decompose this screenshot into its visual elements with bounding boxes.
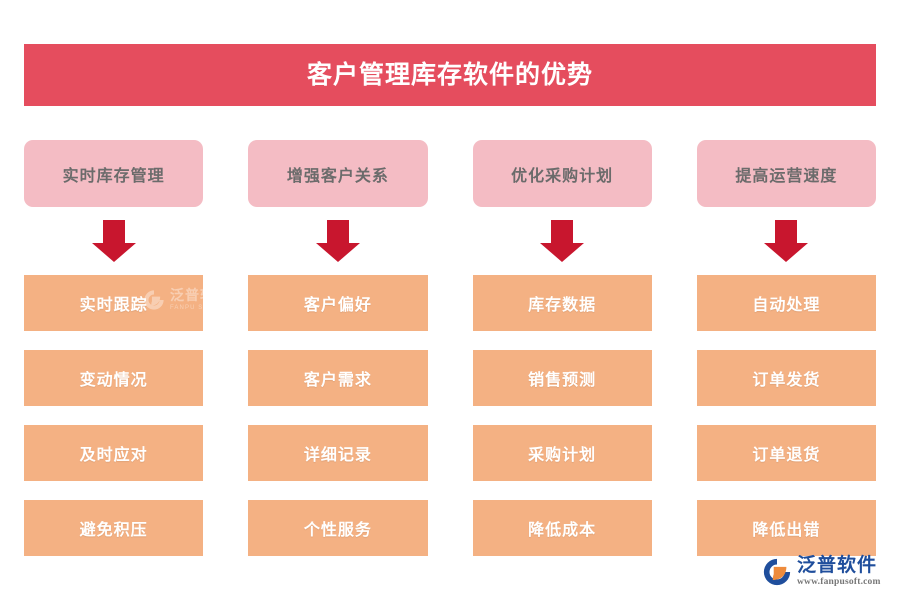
column-1-cell-1[interactable]: 实时跟踪 xyxy=(24,275,204,331)
column-4-cell-2[interactable]: 订单发货 xyxy=(696,350,876,406)
column-4-cell-4-label: 降低出错 xyxy=(752,522,821,539)
brand-name-cn: 泛普软件 xyxy=(797,555,878,576)
brand-texts: 泛普软件 www.fanpusoft.com xyxy=(797,556,881,588)
column-3-cell-2[interactable]: 销售预测 xyxy=(472,350,652,406)
column-4-cell-1[interactable]: 自动处理 xyxy=(696,275,876,331)
column-3-cell-4[interactable]: 降低成本 xyxy=(472,500,652,556)
down-arrow-icon xyxy=(91,220,136,262)
column-4-cell-1-label: 自动处理 xyxy=(752,297,821,314)
column-3-header-card[interactable]: 优化采购计划 xyxy=(472,140,652,207)
column-3-cell-3[interactable]: 采购计划 xyxy=(472,425,652,481)
column-4: 提高运营速度 自动处理 订单发货 订单退货 降低出错 xyxy=(696,140,876,556)
column-2-header-label: 增强客户关系 xyxy=(286,167,389,185)
column-3-cell-3-label: 采购计划 xyxy=(528,447,597,464)
column-3: 优化采购计划 库存数据 销售预测 采购计划 降低成本 xyxy=(472,140,652,556)
down-arrow-stem xyxy=(775,220,798,244)
column-1-cell-3[interactable]: 及时应对 xyxy=(24,425,204,481)
column-1-cell-4[interactable]: 避免积压 xyxy=(24,500,204,556)
column-4-cell-4[interactable]: 降低出错 xyxy=(696,500,876,556)
title-banner: 客户管理库存软件的优势 xyxy=(24,44,876,106)
column-2-cell-4[interactable]: 个性服务 xyxy=(248,500,428,556)
column-2-cell-3-label: 详细记录 xyxy=(303,447,372,464)
column-2-header-card[interactable]: 增强客户关系 xyxy=(248,140,428,207)
fanpu-leaf-logo-icon xyxy=(763,558,791,585)
column-2-cell-3[interactable]: 详细记录 xyxy=(248,425,428,481)
down-arrow-stem xyxy=(551,220,574,244)
column-4-cell-2-label: 订单发货 xyxy=(752,372,821,389)
column-1-cell-2[interactable]: 变动情况 xyxy=(24,350,204,406)
down-arrow-head xyxy=(764,243,809,262)
down-arrow-stem xyxy=(102,220,125,244)
brand-logo: 泛普软件 www.fanpusoft.com xyxy=(762,556,881,588)
column-2-cell-2[interactable]: 客户需求 xyxy=(248,350,428,406)
page-title: 客户管理库存软件的优势 xyxy=(306,60,593,89)
column-3-header-label: 优化采购计划 xyxy=(511,167,614,185)
down-arrow-head xyxy=(91,243,136,262)
columns-container: 实时库存管理 实时跟踪 变动情况 及时应对 避免积压 xyxy=(24,140,876,556)
column-4-header-label: 提高运营速度 xyxy=(735,167,838,185)
column-2-arrow xyxy=(248,207,427,275)
down-arrow-head xyxy=(315,243,360,262)
column-3-cell-1-label: 库存数据 xyxy=(528,297,597,314)
column-1-header-label: 实时库存管理 xyxy=(62,167,165,185)
down-arrow-icon xyxy=(315,220,360,262)
column-1-header-card[interactable]: 实时库存管理 xyxy=(24,140,204,207)
column-3-cell-1[interactable]: 库存数据 xyxy=(472,275,652,331)
column-2-cell-4-label: 个性服务 xyxy=(303,522,372,539)
down-arrow-icon xyxy=(764,220,809,262)
column-1-cell-4-label: 避免积压 xyxy=(79,522,148,539)
column-4-cell-3-label: 订单退货 xyxy=(752,447,821,464)
column-2: 增强客户关系 客户偏好 客户需求 详细记录 个性服务 xyxy=(248,140,428,556)
column-1-cell-1-label: 实时跟踪 xyxy=(79,297,148,314)
column-4-arrow xyxy=(697,207,876,275)
column-1: 实时库存管理 实时跟踪 变动情况 及时应对 避免积压 xyxy=(24,140,204,556)
column-1-cell-2-label: 变动情况 xyxy=(79,372,148,389)
column-3-arrow xyxy=(473,207,652,275)
column-1-arrow xyxy=(24,207,203,275)
column-4-header-card[interactable]: 提高运营速度 xyxy=(696,140,876,207)
column-2-cell-1[interactable]: 客户偏好 xyxy=(248,275,428,331)
brand-url: www.fanpusoft.com xyxy=(797,577,881,587)
column-4-cell-3[interactable]: 订单退货 xyxy=(696,425,876,481)
column-2-cell-2-label: 客户需求 xyxy=(303,372,372,389)
down-arrow-head xyxy=(540,243,585,262)
column-3-cell-4-label: 降低成本 xyxy=(528,522,597,539)
down-arrow-icon xyxy=(540,220,585,262)
column-1-cell-3-label: 及时应对 xyxy=(79,447,148,464)
column-3-cell-2-label: 销售预测 xyxy=(528,372,597,389)
down-arrow-stem xyxy=(326,220,349,244)
column-2-cell-1-label: 客户偏好 xyxy=(303,297,372,314)
